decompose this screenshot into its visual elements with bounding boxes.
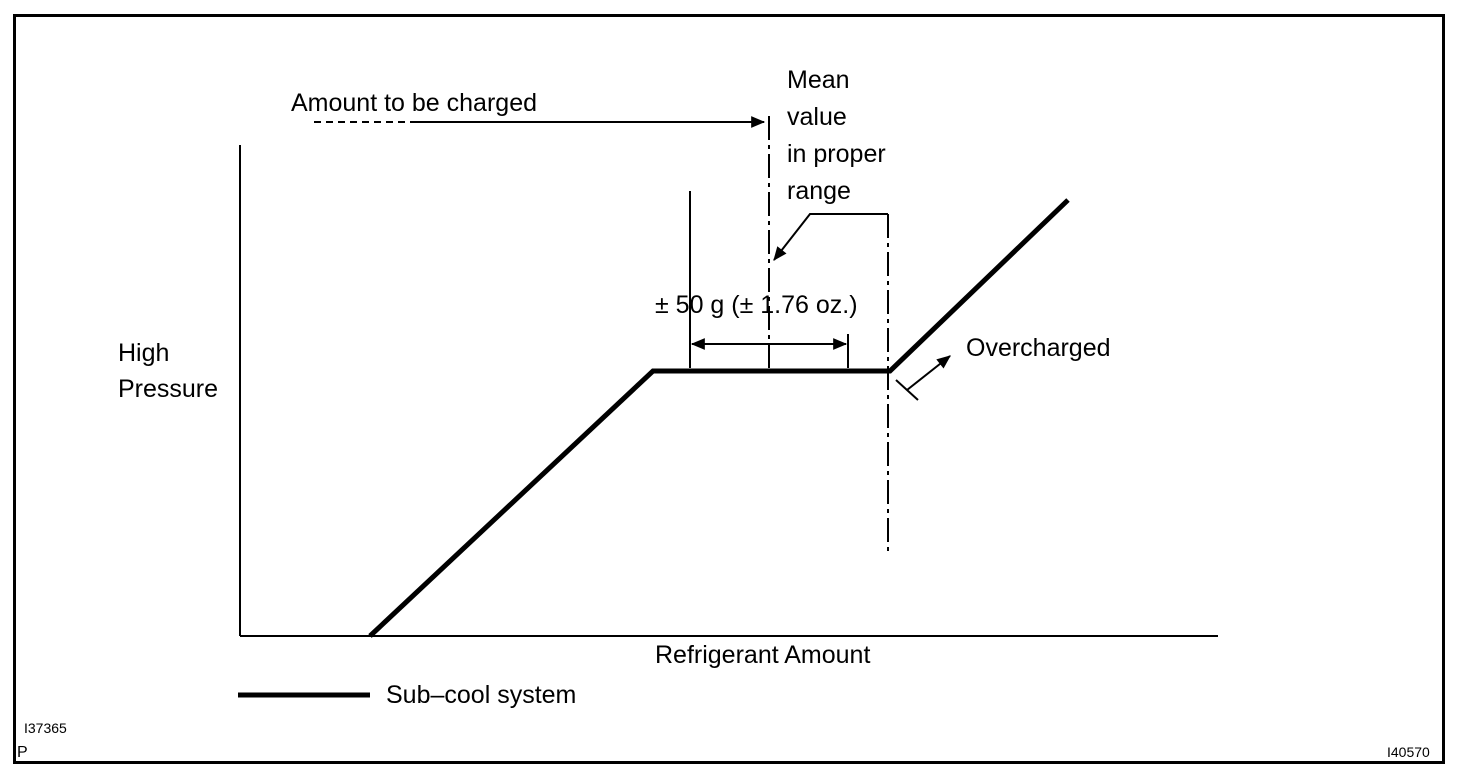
mean-value-label-line-1: Mean: [787, 66, 850, 94]
y-axis-label-line-2: Pressure: [118, 375, 218, 403]
mean-value-label-line-2: value: [787, 103, 847, 131]
figure-id-top: I37365: [24, 720, 67, 736]
tolerance-label: ± 50 g (± 1.76 oz.): [655, 291, 858, 319]
mean-value-label-line-4: range: [787, 177, 851, 205]
legend-sub-cool-label: Sub–cool system: [386, 681, 576, 709]
sub-cool-curve: [368, 198, 1070, 638]
x-axis-label: Refrigerant Amount: [655, 641, 870, 669]
diagram-frame: [13, 14, 1445, 764]
overcharged-label: Overcharged: [966, 334, 1111, 362]
mean-value-label-line-3: in proper: [787, 140, 886, 168]
y-axis-label-line-1: High: [118, 339, 169, 367]
amount-to-be-charged-label: Amount to be charged: [291, 89, 537, 117]
overcharged-arrow: [906, 355, 951, 391]
mean-value-leader: [773, 213, 888, 261]
figure-corner-id: P: [17, 744, 28, 761]
figure-id-bottom-right: I40570: [1387, 744, 1430, 760]
